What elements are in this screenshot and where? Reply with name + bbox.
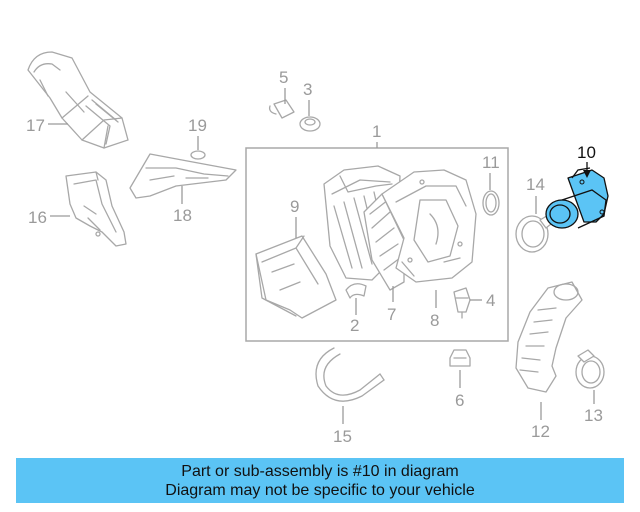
part-11-ring xyxy=(482,190,500,216)
parts-diagram: 17 16 5 3 19 18 1 9 xyxy=(26,51,609,446)
part-18-cover xyxy=(129,153,237,199)
part-19-seal xyxy=(190,150,206,160)
part-16-bracket xyxy=(65,171,127,247)
part-label-15: 15 xyxy=(333,427,352,446)
part-label-7: 7 xyxy=(387,305,396,324)
part-4-sensor xyxy=(453,287,471,319)
part-12-intake-hose xyxy=(515,281,583,393)
part-10-air-flow-sensor xyxy=(545,167,609,229)
part-9-element xyxy=(255,235,337,319)
part-3-grommet xyxy=(299,116,321,132)
part-label-9: 9 xyxy=(290,197,299,216)
part-5-pin xyxy=(268,99,295,119)
part-label-5: 5 xyxy=(279,68,288,87)
info-banner: Part or sub-assembly is #10 in diagram D… xyxy=(16,458,624,503)
banner-line-1: Part or sub-assembly is #10 in diagram xyxy=(181,462,459,480)
banner-line-2: Diagram may not be specific to your vehi… xyxy=(165,481,475,499)
part-label-3: 3 xyxy=(303,80,312,99)
part-label-2: 2 xyxy=(350,316,359,335)
part-15-hose xyxy=(315,347,385,402)
part-label-14: 14 xyxy=(526,175,545,194)
part-label-11: 11 xyxy=(482,153,500,172)
part-label-18: 18 xyxy=(173,206,192,225)
part-label-19: 19 xyxy=(188,116,207,135)
part-13-clamp xyxy=(575,349,605,389)
part-label-10: 10 xyxy=(577,143,596,162)
part-8-cover xyxy=(381,169,477,283)
part-label-13: 13 xyxy=(584,406,603,425)
part-label-4: 4 xyxy=(486,291,495,310)
leader-10-arrow xyxy=(583,170,591,178)
part-label-16: 16 xyxy=(28,208,47,227)
part-label-17: 17 xyxy=(26,116,45,135)
part-2-clip xyxy=(345,283,367,299)
part-6-bushing xyxy=(449,349,471,367)
part-label-8: 8 xyxy=(430,311,439,330)
part-label-1: 1 xyxy=(372,122,381,141)
part-label-6: 6 xyxy=(455,391,464,410)
part-17-intake-duct xyxy=(27,51,129,149)
part-label-12: 12 xyxy=(531,422,550,441)
